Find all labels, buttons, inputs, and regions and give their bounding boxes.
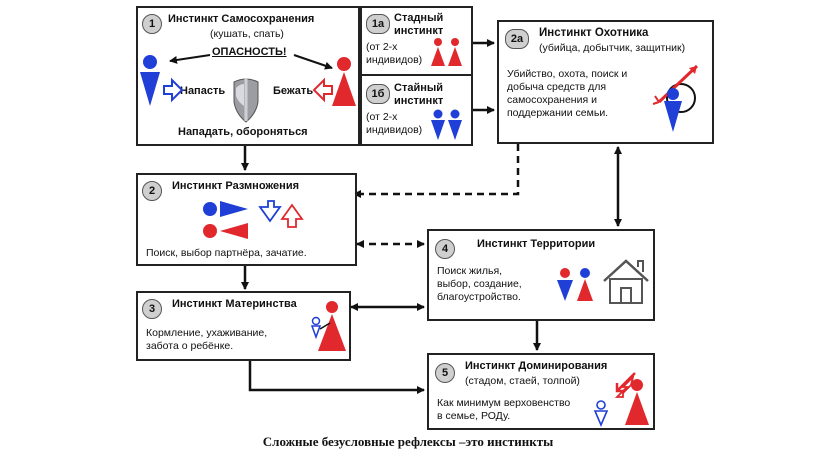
- box-text-line1: Поиск жилья,: [437, 265, 503, 277]
- couple-figures-icon: [557, 268, 593, 301]
- house-icon: [603, 259, 649, 304]
- arrow-right-icon: [163, 77, 184, 103]
- person-female-icon: [332, 57, 356, 106]
- badge-number: 1б: [366, 84, 390, 104]
- arrow-left-icon: [614, 374, 635, 398]
- box-text-line2: индивидов): [366, 54, 423, 66]
- arrow-left-icon: [312, 77, 333, 103]
- box-text-line2: индивидов): [366, 124, 423, 136]
- box-title: Инстинкт Материнства: [172, 298, 297, 310]
- box-text-line3: самосохранения и: [507, 94, 597, 106]
- box-herd-instinct: 1а Стадный инстинкт (от 2-х индивидов): [360, 6, 473, 76]
- danger-label: ОПАСНОСТЬ!: [212, 46, 287, 58]
- box-title: Инстинкт Территории: [477, 238, 596, 250]
- box-maternal-instinct: 3 Инстинкт Материнства Кормление, ухажив…: [136, 291, 351, 361]
- arrow-right-icon: [293, 54, 333, 70]
- flee-label: Бежать: [273, 85, 314, 97]
- box-subtitle: (стадом, стаей, толпой): [465, 375, 580, 387]
- attack-label: Напасть: [180, 85, 226, 97]
- arrow-up-icon: [280, 203, 304, 228]
- bottom-label: Нападать, обороняться: [178, 126, 308, 138]
- box-text-line3: благоустройство.: [437, 291, 521, 303]
- badge-number: 2: [142, 181, 162, 201]
- caption: Сложные безусловные рефлексы –это инстин…: [262, 434, 554, 449]
- box-reproduction-instinct: 2 Инстинкт Размножения Поиск, выбор парт…: [136, 173, 357, 266]
- box-hunter-instinct: 2а Инстинкт Охотника (убийца, добытчик, …: [497, 20, 714, 144]
- box-text-line2: выбор, создание,: [437, 278, 522, 290]
- box-title: Инстинкт Доминирования: [465, 360, 608, 372]
- box-territory-instinct: 4 Инстинкт Территории Поиск жилья, выбор…: [427, 229, 655, 321]
- badge-number: 1: [142, 14, 162, 34]
- box-text-line2: в семье, РОДу.: [437, 410, 511, 422]
- box-subtitle: (убийца, добытчик, защитник): [539, 42, 686, 54]
- box-text-line1: Убийство, охота, поиск и: [507, 68, 628, 80]
- dominance-figures-icon: [593, 372, 649, 427]
- box-text-line1: (от 2-х: [366, 111, 398, 123]
- badge-number: 5: [435, 363, 455, 383]
- box-dominance-instinct: 5 Инстинкт Доминирования (стадом, стаей,…: [427, 353, 655, 430]
- box-pack-instinct: 1б Стайный инстинкт (от 2-х индивидов): [360, 74, 473, 146]
- shield-icon: [233, 78, 259, 123]
- badge-number: 2а: [505, 29, 529, 49]
- arrow-left-icon: [169, 54, 211, 64]
- badge-number: 3: [142, 299, 162, 319]
- arrow-down-icon: [258, 200, 282, 223]
- reproduction-figures-icon: [203, 200, 304, 239]
- arrow-3-to-5: [248, 361, 425, 394]
- box-text-line4: поддержании семьи.: [507, 107, 609, 119]
- box-title: Инстинкт Самосохранения: [168, 13, 315, 25]
- arrow-down-left-icon: [615, 372, 636, 393]
- badge-number: 1а: [366, 14, 390, 34]
- box-text: Поиск, выбор партнёра, зачатие.: [146, 247, 307, 259]
- box-text-line1: Как минимум верховенство: [437, 397, 571, 409]
- hunter-figure-icon: [652, 64, 699, 132]
- box-title-line2: инстинкт: [394, 95, 444, 107]
- person-male-icon: [140, 55, 160, 106]
- box-text-line1: Кормление, ухаживание,: [146, 327, 268, 339]
- figures-female-pair-icon: [431, 38, 462, 66]
- box-title: Инстинкт Охотника: [539, 27, 649, 39]
- arrow-2a-to-2-dashed: [353, 144, 520, 198]
- box-subtitle: (кушать, спать): [210, 28, 284, 40]
- box-title-line2: инстинкт: [394, 25, 444, 37]
- box-title: Инстинкт Размножения: [172, 180, 299, 192]
- figures-male-pair-icon: [431, 109, 462, 140]
- box-text-line2: забота о ребёнке.: [146, 340, 234, 352]
- badge-number: 4: [435, 239, 455, 259]
- box-title-line1: Стадный: [394, 12, 444, 24]
- box-title-line1: Стайный: [394, 82, 444, 94]
- mother-child-icon: [310, 301, 346, 351]
- box1-graphics: [140, 54, 356, 123]
- box-text-line2: добыча средств для: [507, 81, 607, 93]
- box-self-preservation: 1 Инстинкт Самосохранения (кушать, спать…: [136, 6, 360, 146]
- box-text-line1: (от 2-х: [366, 41, 398, 53]
